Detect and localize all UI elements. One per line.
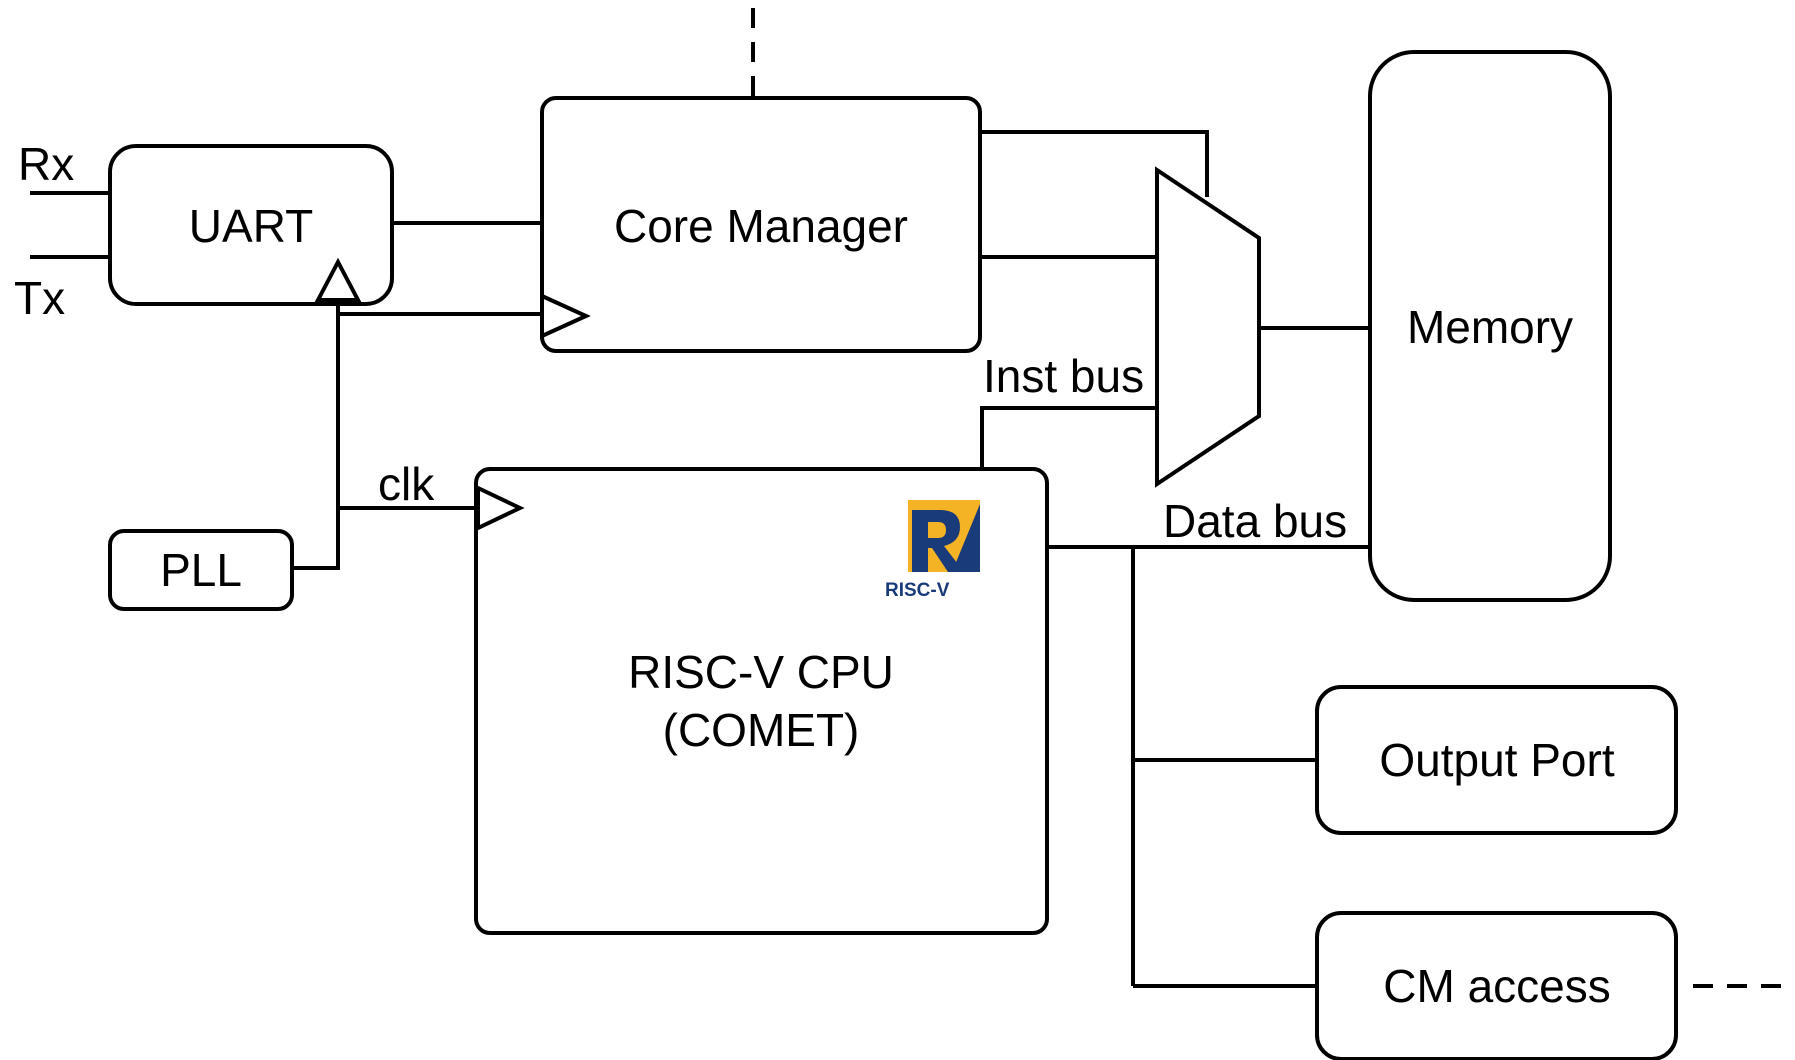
pll-block [108, 529, 294, 611]
core-manager-clock-input-icon [540, 292, 591, 340]
output-port-label: Output Port [1379, 734, 1614, 786]
cm-access-label: CM access [1383, 960, 1610, 1012]
logo-v-glyph [952, 504, 980, 572]
core-manager-block [540, 96, 982, 353]
clk-label: clk [378, 458, 435, 510]
core-manager-label: Core Manager [614, 200, 908, 252]
uart-clock-input-icon [314, 257, 362, 302]
cpu-clock-input-icon [476, 484, 525, 532]
data-bus-label: Data bus [1163, 495, 1347, 547]
logo-text: RISC-V [885, 580, 950, 601]
core-manager-to-mux-top-wire [980, 130, 1209, 197]
cpu-label-line2: (COMET) [663, 704, 860, 756]
bus-mux [1155, 166, 1261, 488]
memory-label: Memory [1407, 301, 1573, 353]
inst-bus-label: Inst bus [983, 350, 1144, 402]
uart-label: UART [189, 200, 313, 252]
tx-label: Tx [14, 272, 65, 324]
wires [30, 8, 1795, 988]
pll-label: PLL [160, 544, 242, 596]
cpu-block [474, 467, 1049, 935]
cm-access-block [1315, 911, 1678, 1060]
risc-v-logo: RISC-V [885, 500, 980, 601]
clock-tree-wire [292, 312, 540, 570]
rx-label: Rx [18, 138, 74, 190]
inst-bus-wire [980, 406, 1157, 468]
logo-r-glyph [912, 510, 964, 572]
output-port-block [1315, 685, 1678, 835]
cpu-label-line1: RISC-V CPU [628, 646, 894, 698]
memory-block [1368, 50, 1612, 602]
uart-block [108, 144, 394, 306]
